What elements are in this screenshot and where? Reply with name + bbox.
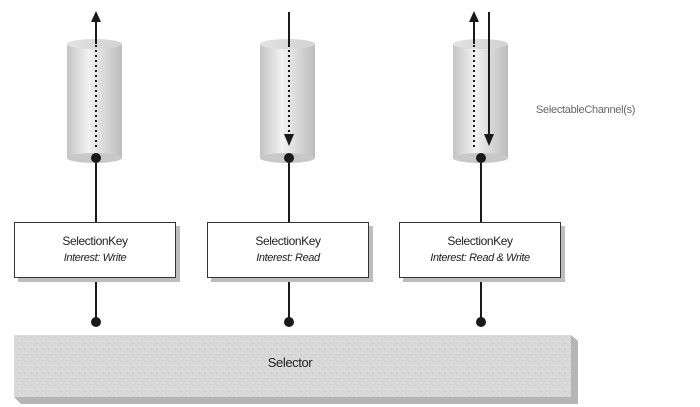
selector-label: Selector bbox=[267, 355, 313, 370]
selection-key-read-title: SelectionKey bbox=[255, 234, 321, 248]
channel-1-top-node bbox=[91, 153, 101, 163]
channel-1 bbox=[67, 11, 122, 327]
channel-3-top-node bbox=[476, 153, 486, 163]
selectable-channels-label: SelectableChannel(s) bbox=[536, 104, 636, 116]
selection-key-read: SelectionKey Interest: Read bbox=[207, 222, 369, 278]
selection-key-read-interest: Interest: Read bbox=[256, 252, 320, 264]
selector-slab bbox=[14, 335, 578, 404]
selector-shadow bbox=[14, 335, 578, 404]
channel-2-down-arrow-icon bbox=[284, 134, 294, 146]
channel-3-bottom-node bbox=[476, 317, 486, 327]
selection-key-write-title: SelectionKey bbox=[62, 234, 128, 248]
selection-key-write: SelectionKey Interest: Write bbox=[14, 222, 176, 278]
channel-3 bbox=[453, 11, 508, 327]
selection-key-write-interest: Interest: Write bbox=[63, 252, 127, 264]
channel-3-up-arrow-icon bbox=[469, 11, 479, 22]
channel-1-cylinder bbox=[67, 39, 122, 163]
channel-2 bbox=[260, 12, 315, 327]
selection-key-read-write: SelectionKey Interest: Read & Write bbox=[399, 222, 561, 278]
channel-3-cylinder bbox=[453, 39, 508, 163]
selector-box bbox=[14, 335, 571, 397]
selection-key-read-write-title: SelectionKey bbox=[447, 234, 513, 248]
channel-3-down-arrow-icon bbox=[484, 134, 494, 146]
channel-2-bottom-node bbox=[284, 317, 294, 327]
channel-2-cylinder bbox=[260, 39, 315, 163]
channel-2-top-node bbox=[284, 153, 294, 163]
channel-1-bottom-node bbox=[91, 317, 101, 327]
channel-1-up-arrow-icon bbox=[91, 11, 101, 22]
selection-key-read-write-interest: Interest: Read & Write bbox=[430, 252, 530, 264]
